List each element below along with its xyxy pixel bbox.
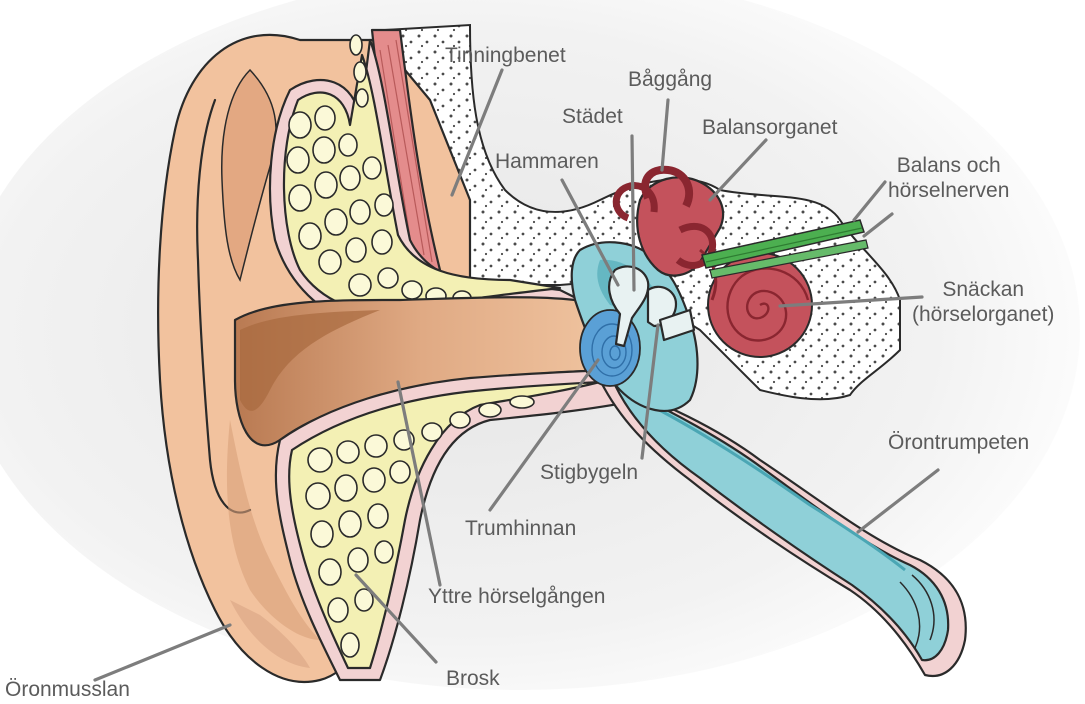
label-brosk: Brosk xyxy=(446,666,500,691)
label-yttre-horselgangen: Yttre hörselgången xyxy=(428,584,605,609)
label-nerve-line2: hörselnerven xyxy=(888,178,1009,203)
leader-oronmusslan xyxy=(95,625,230,680)
label-hammaren: Hammaren xyxy=(495,149,599,174)
label-snackan: Snäckan (hörselorganet) xyxy=(912,277,1054,327)
label-nerve: Balans och hörselnerven xyxy=(888,153,1009,203)
label-balansorganet: Balansorganet xyxy=(702,115,837,140)
label-nerve-line1: Balans och xyxy=(888,153,1009,178)
label-snackan-line2: (hörselorganet) xyxy=(912,302,1054,327)
label-trumhinnan: Trumhinnan xyxy=(465,516,576,541)
label-orontrumpeten: Örontrumpeten xyxy=(888,430,1029,455)
label-tinningbenet: Tinningbenet xyxy=(445,43,566,68)
label-oronmusslan: Öronmusslan xyxy=(5,677,130,702)
label-stadet: Städet xyxy=(562,104,623,129)
label-stigbygeln: Stigbygeln xyxy=(540,460,638,485)
label-baggang: Båggång xyxy=(628,67,712,92)
label-snackan-line1: Snäckan xyxy=(912,277,1054,302)
leader-stadet xyxy=(632,136,634,290)
